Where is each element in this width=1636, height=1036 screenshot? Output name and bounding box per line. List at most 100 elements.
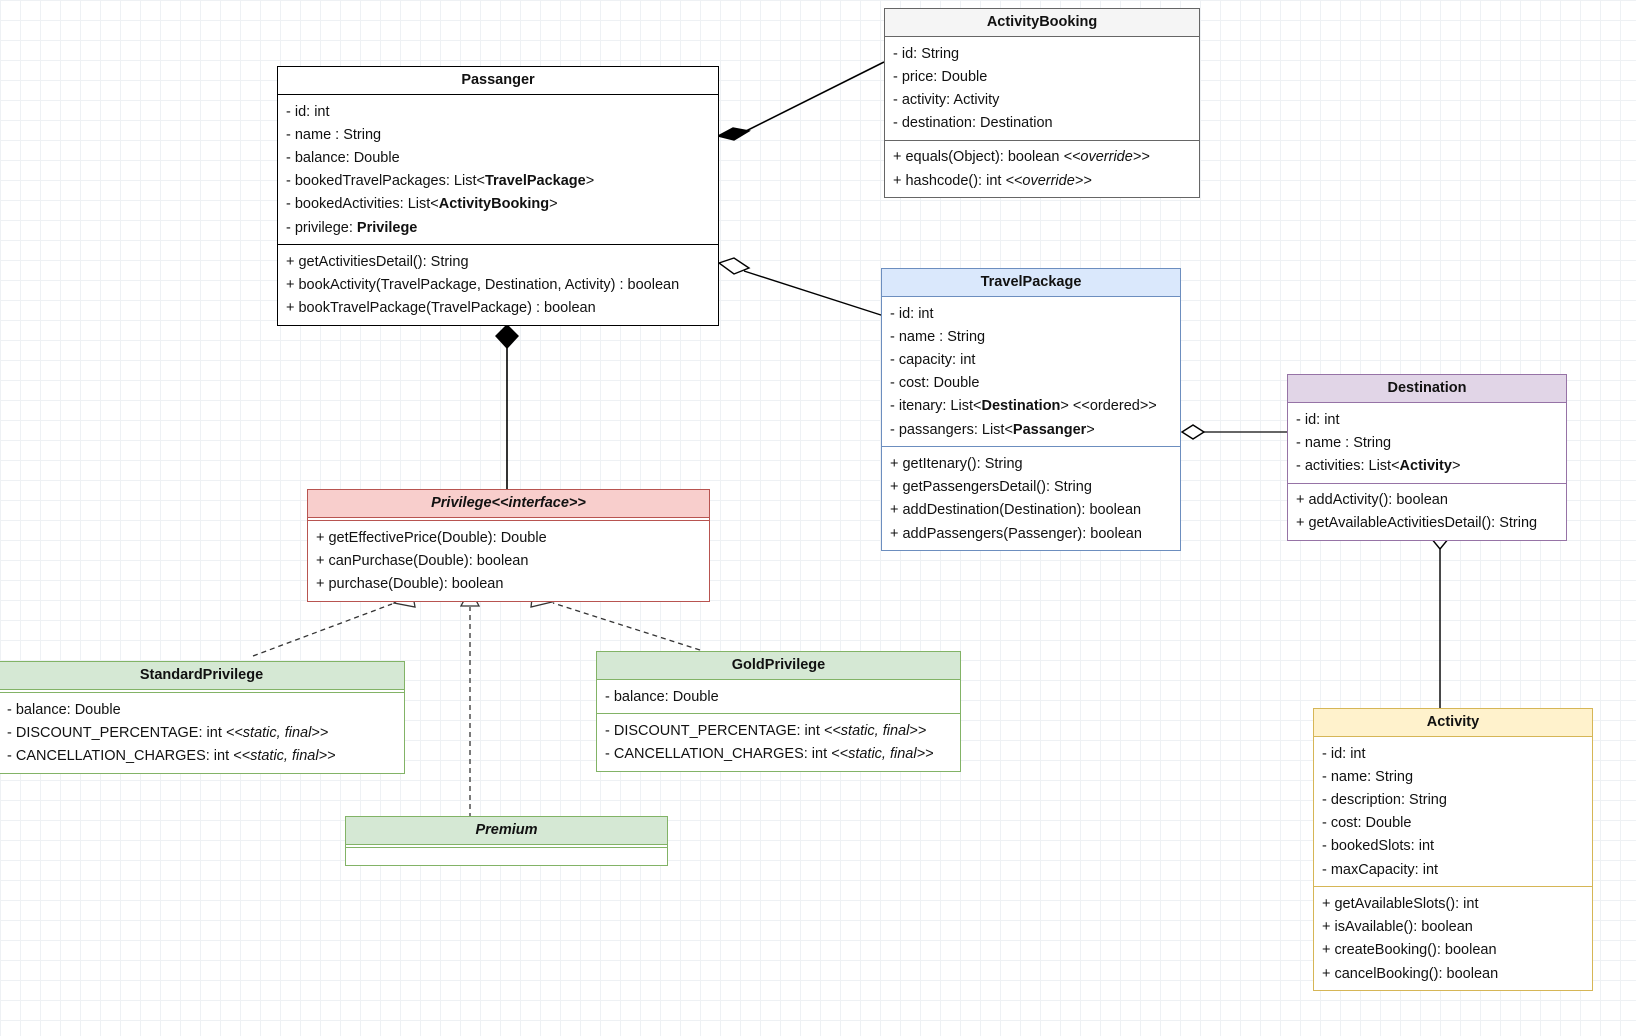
attribute-row: - activities: List<Activity>	[1288, 454, 1566, 477]
methods-compartment-privilege: + getEffectivePrice(Double): Double + ca…	[308, 521, 709, 601]
attribute-text: - balance: Double	[286, 149, 400, 166]
attributes-compartment-activitybooking: - id: String - price: Double - activity:…	[885, 37, 1199, 140]
attribute-type: Privilege	[356, 219, 418, 236]
class-title-destination: Destination	[1288, 375, 1566, 403]
filled-diamond-activitybooking	[716, 127, 751, 141]
class-title-passanger: Passanger	[278, 67, 718, 95]
method-stereotype: <<override>>	[1005, 172, 1092, 189]
method-signature: + hashcode(): int	[893, 172, 1006, 189]
attribute-type: TravelPackage	[484, 173, 586, 190]
method-row: + addPassengers(Passenger): boolean	[890, 525, 1142, 542]
attribute-text: - DISCOUNT_PERCENTAGE: int	[7, 724, 226, 741]
class-title-premium: Premium	[346, 817, 667, 845]
attributes-compartment-passanger: - id: int - name : String - balance: Dou…	[278, 95, 718, 244]
attribute-stereotype: <<static, final>>	[831, 745, 934, 762]
attribute-row: - DISCOUNT_PERCENTAGE: int <<static, fin…	[0, 721, 404, 744]
method-row: + createBooking(): boolean	[1322, 942, 1497, 959]
attribute-text: - itenary: List<	[890, 398, 982, 415]
method-row: + getEffectivePrice(Double): Double	[316, 529, 547, 546]
method-row: + canPurchase(Double): boolean	[316, 552, 529, 569]
attributes-compartment-standardprivilege: - balance: Double - DISCOUNT_PERCENTAGE:…	[0, 693, 404, 773]
attribute-row: - bookedSlots: int	[1322, 838, 1435, 855]
class-goldprivilege[interactable]: GoldPrivilege - balance: Double - DISCOU…	[596, 651, 961, 772]
method-row: + getAvailableActivitiesDetail(): String	[1296, 515, 1538, 532]
attribute-text: - activities: List<	[1296, 457, 1400, 474]
standardprivilege-double-rule	[0, 692, 404, 693]
method-row: + isAvailable(): boolean	[1322, 919, 1473, 936]
attribute-text: - balance: Double	[7, 701, 121, 718]
attribute-text: - CANCELLATION_CHARGES: int	[7, 747, 234, 764]
attribute-stereotype: <<static, final>>	[233, 747, 336, 764]
class-title-goldprivilege: GoldPrivilege	[597, 652, 960, 680]
attribute-text: - name : String	[890, 328, 986, 345]
attribute-row: - privilege: Privilege	[278, 216, 718, 239]
class-title-travelpackage: TravelPackage	[882, 269, 1180, 297]
edge-passanger-travelpackage	[743, 270, 885, 317]
attribute-row: - bookedActivities: List<ActivityBooking…	[278, 193, 718, 216]
attribute-row: - description: String	[1322, 791, 1447, 808]
attributes-compartment-goldprivilege-bottom: - DISCOUNT_PERCENTAGE: int <<static, fin…	[597, 713, 960, 770]
attributes-compartment-activity: - id: int - name: String - description: …	[1314, 737, 1592, 886]
class-privilege[interactable]: Privilege<<interface>> + getEffectivePri…	[307, 489, 710, 602]
method-row: + cancelBooking(): boolean	[1322, 965, 1499, 982]
attribute-tail: > <<ordered>>	[1060, 398, 1157, 415]
method-row: + bookActivity(TravelPackage, Destinatio…	[286, 277, 680, 294]
class-title-privilege: Privilege<<interface>>	[308, 490, 709, 518]
attribute-text: - CANCELLATION_CHARGES: int	[605, 745, 832, 762]
class-title-activity: Activity	[1314, 709, 1592, 737]
method-row: + addActivity(): boolean	[1296, 492, 1448, 509]
attributes-compartment-destination: - id: int - name : String - activities: …	[1288, 403, 1566, 483]
attribute-tail: >	[549, 196, 558, 213]
attribute-type: Destination	[981, 398, 1061, 415]
method-row: + hashcode(): int <<override>>	[885, 169, 1199, 192]
premium-double-rule	[346, 847, 667, 848]
class-travelpackage[interactable]: TravelPackage - id: int - name : String …	[881, 268, 1181, 552]
attribute-row: - name: String	[1322, 768, 1414, 785]
empty-compartment-premium	[346, 848, 667, 865]
attribute-row: - id: String	[893, 45, 960, 62]
method-row: + purchase(Double): boolean	[316, 575, 504, 592]
method-signature: + equals(Object): boolean	[893, 149, 1064, 166]
class-title-activitybooking: ActivityBooking	[885, 9, 1199, 37]
attribute-row: - name : String	[1288, 431, 1566, 454]
attribute-row: - destination: Destination	[893, 115, 1053, 132]
attribute-text: - id: int	[890, 305, 934, 322]
attribute-text: - id: int	[286, 103, 330, 120]
method-row: + addDestination(Destination): boolean	[890, 502, 1142, 519]
attribute-text: - privilege:	[286, 219, 357, 236]
attribute-row: - price: Double	[893, 68, 988, 85]
class-title-standardprivilege: StandardPrivilege	[0, 662, 404, 690]
attribute-text: - name : String	[286, 126, 382, 143]
attribute-row: - id: int	[1322, 745, 1366, 762]
methods-compartment-destination: + addActivity(): boolean + getAvailableA…	[1288, 482, 1566, 540]
class-passanger[interactable]: Passanger - id: int - name : String - ba…	[277, 66, 719, 327]
interface-double-rule	[308, 520, 709, 521]
attribute-text: - name : String	[1296, 434, 1392, 451]
class-activity[interactable]: Activity - id: int - name: String - desc…	[1313, 708, 1593, 992]
edge-standardprivilege-privilege	[252, 603, 393, 657]
attribute-row: - itenary: List<Destination> <<ordered>>	[882, 395, 1180, 418]
methods-compartment-travelpackage: + getItenary(): String + getPassengersDe…	[882, 446, 1180, 550]
class-standardprivilege[interactable]: StandardPrivilege - balance: Double - DI…	[0, 661, 405, 774]
class-destination[interactable]: Destination - id: int - name : String - …	[1287, 374, 1567, 542]
attribute-text: - balance: Double	[605, 688, 719, 705]
attribute-row: - activity: Activity	[893, 91, 1000, 108]
attribute-tail: >	[1086, 421, 1095, 438]
attribute-row: - id: int	[882, 302, 1180, 325]
methods-compartment-activity: + getAvailableSlots(): int + isAvailable…	[1314, 886, 1592, 990]
class-premium[interactable]: Premium	[345, 816, 668, 866]
attribute-stereotype: <<static, final>>	[225, 724, 329, 741]
attribute-row: - name : String	[882, 325, 1180, 348]
attribute-row: - id: int	[1288, 408, 1566, 431]
attribute-row: - capacity: int	[882, 348, 1180, 371]
class-activitybooking[interactable]: ActivityBooking - id: String - price: Do…	[884, 8, 1200, 199]
methods-compartment-activitybooking: + equals(Object): boolean <<override>> +…	[885, 139, 1199, 197]
attribute-row: - balance: Double	[278, 146, 718, 169]
attribute-row: - name : String	[278, 123, 718, 146]
attribute-type: ActivityBooking	[438, 196, 550, 213]
attribute-text: - cost: Double	[890, 375, 980, 392]
attribute-row: - passangers: List<Passanger>	[882, 418, 1180, 441]
attribute-row: - CANCELLATION_CHARGES: int <<static, fi…	[597, 742, 960, 765]
attribute-row: - balance: Double	[597, 685, 960, 708]
